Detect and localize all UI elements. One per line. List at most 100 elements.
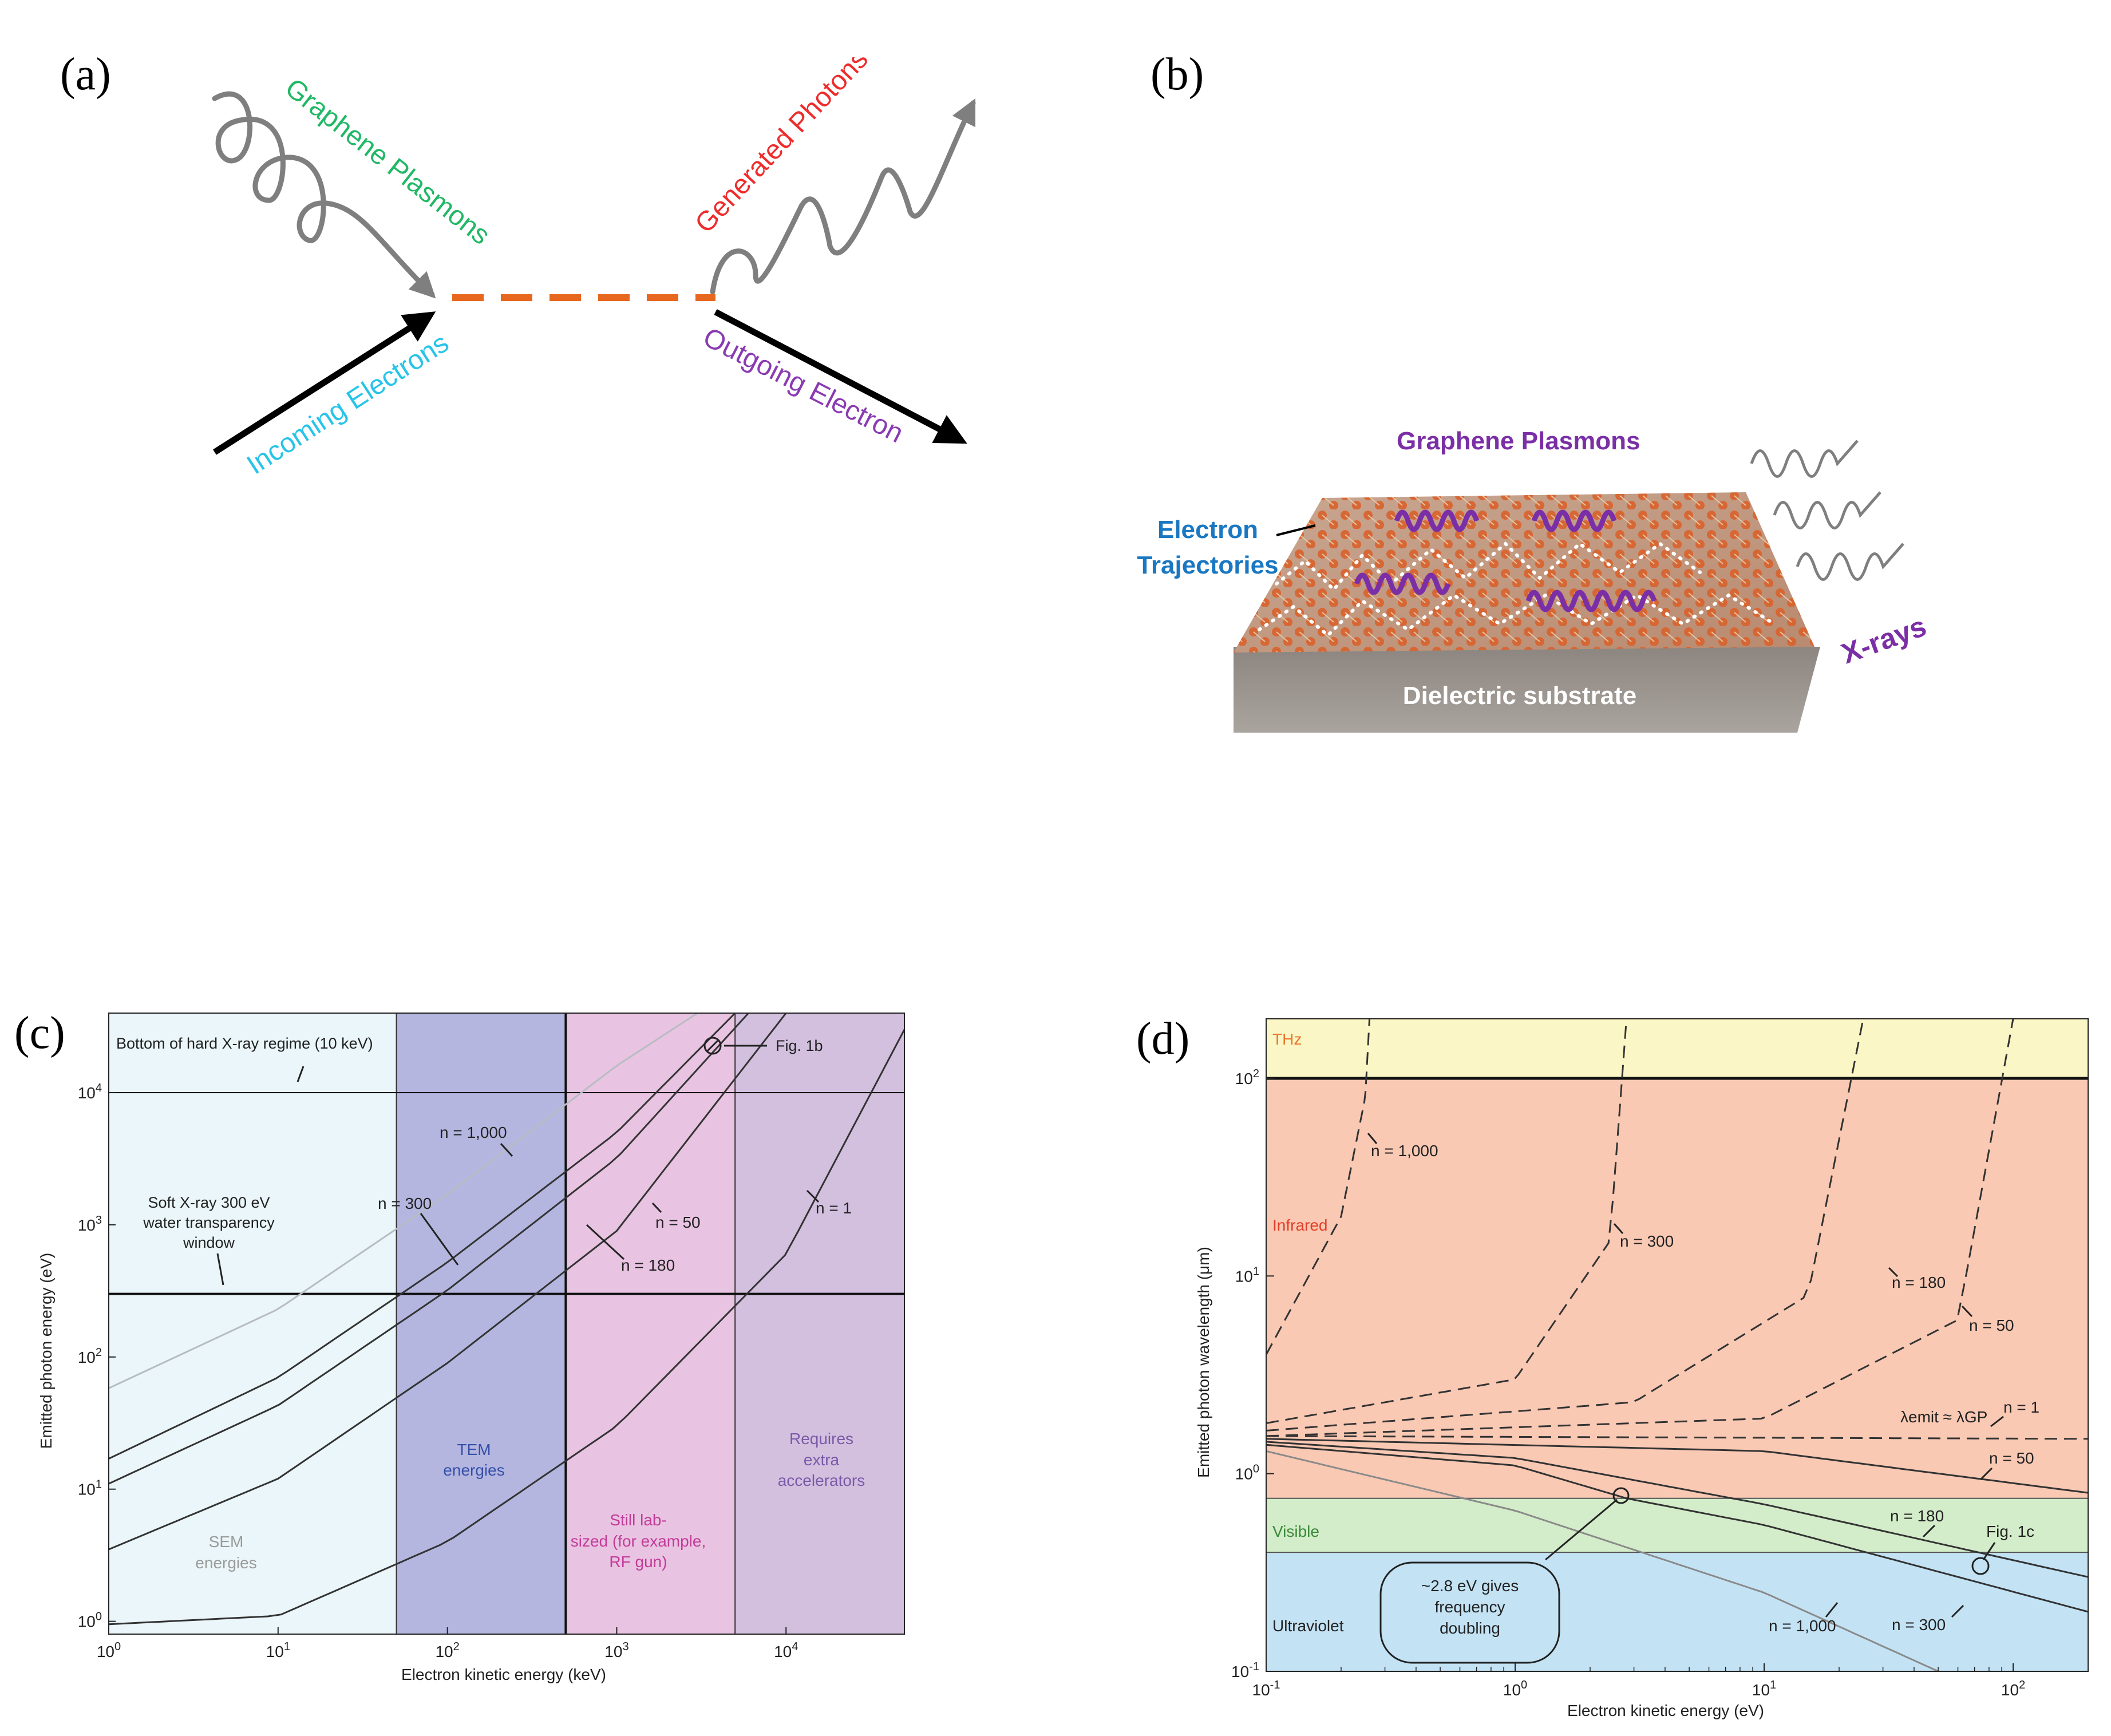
substrate-label: Dielectric substrate bbox=[1403, 682, 1636, 710]
n180-pointer bbox=[586, 1224, 625, 1260]
n1-pointer bbox=[806, 1189, 820, 1203]
infrared-label: Infrared bbox=[1272, 1216, 1328, 1234]
d-2p8ev-marker bbox=[1612, 1487, 1630, 1504]
d-n300-low-label: n = 300 bbox=[1892, 1616, 1946, 1634]
series-line-d-5 bbox=[1266, 1438, 2089, 1494]
electron-trajectories bbox=[1258, 541, 1776, 638]
electron-label-line1: Electron bbox=[1157, 516, 1258, 544]
acc-label-1: Requires bbox=[789, 1430, 853, 1448]
fig1b-label: Fig. 1b bbox=[776, 1037, 823, 1054]
incoming-electron-arrow bbox=[213, 311, 436, 455]
series-line-d-6 bbox=[1266, 1441, 2089, 1578]
outgoing-electron-label: Outgoing Electron bbox=[698, 322, 908, 449]
region-1 bbox=[396, 1013, 566, 1634]
chart-c-ylabel: Emitted photon energy (eV) bbox=[37, 1253, 55, 1449]
graphene-device-illustration: Graphene Plasmons Electron Trajectories … bbox=[1137, 427, 1931, 733]
plasmon-wave bbox=[212, 91, 436, 299]
plasmon-wiggles bbox=[1354, 509, 1657, 612]
xray-waves bbox=[1750, 440, 1904, 581]
chart-c-xlabel: Electron kinetic energy (keV) bbox=[401, 1666, 606, 1683]
fig1b-marker-slash bbox=[706, 1039, 720, 1053]
electron-label-line2: Trajectories bbox=[1137, 551, 1278, 579]
acc-label-3: accelerators bbox=[778, 1472, 865, 1489]
graphene-plasmons-label: Graphene Plasmons bbox=[279, 73, 495, 251]
d-n300-top-label: n = 300 bbox=[1620, 1232, 1674, 1250]
chart-c-frame bbox=[108, 1013, 905, 1635]
n50-pointer bbox=[651, 1202, 662, 1213]
series-line-c-0 bbox=[108, 1012, 698, 1389]
n180-label: n = 180 bbox=[621, 1256, 675, 1274]
band-infrared bbox=[1266, 1078, 2088, 1498]
d-n50-top-label: n = 50 bbox=[1969, 1316, 2014, 1334]
d-n1000-low-label: n = 1,000 bbox=[1769, 1617, 1836, 1635]
visible-label: Visible bbox=[1272, 1523, 1319, 1540]
fig1b-marker bbox=[703, 1037, 722, 1055]
d-n180-low-label: n = 180 bbox=[1890, 1507, 1944, 1525]
dielectric-substrate bbox=[1234, 647, 1820, 733]
d-n1000-top-label: n = 1,000 bbox=[1371, 1142, 1438, 1160]
c-xtick-label-1: 101 bbox=[266, 1640, 290, 1660]
panel-label-a: (a) bbox=[60, 49, 111, 100]
soft-xray-label-3: window bbox=[183, 1234, 235, 1251]
box-line-1: ~2.8 eV gives bbox=[1421, 1577, 1519, 1595]
d-xtick-label-0: 100 bbox=[1503, 1679, 1527, 1699]
d-xtick-label--1: 10-1 bbox=[1252, 1679, 1280, 1699]
d-n50-low-label: n = 50 bbox=[1989, 1449, 2034, 1467]
sem-label-2: energies bbox=[195, 1554, 256, 1572]
n50-label: n = 50 bbox=[655, 1213, 701, 1231]
d-n300-low-pointer bbox=[1951, 1604, 1964, 1618]
d-n50-low-pointer bbox=[1979, 1467, 1993, 1481]
freq-doubling-box bbox=[1379, 1561, 1560, 1664]
lab-label-3: RF gun) bbox=[609, 1553, 667, 1571]
d-fig1c-pointer bbox=[1982, 1542, 1996, 1560]
lab-label-2: sized (for example, bbox=[571, 1532, 706, 1550]
panel-label-c: (c) bbox=[14, 1008, 65, 1058]
d-n180-top-pointer bbox=[1888, 1267, 1899, 1278]
n1000-label: n = 1,000 bbox=[440, 1124, 507, 1141]
band-ultraviolet bbox=[1266, 1552, 2088, 1671]
series-line-c-1 bbox=[108, 1012, 736, 1460]
d-n1-pointer bbox=[1990, 1415, 2004, 1427]
band-thz bbox=[1266, 1019, 2088, 1078]
band-visible bbox=[1266, 1498, 2088, 1553]
d-n180-top-label: n = 180 bbox=[1892, 1274, 1946, 1291]
d-lambda-label: λemit ≈ λGP bbox=[1900, 1408, 1987, 1426]
photon-wave bbox=[710, 98, 976, 295]
series-line-d-0 bbox=[1265, 1018, 1370, 1355]
chart-d-xlabel: Electron kinetic energy (eV) bbox=[1567, 1702, 1764, 1719]
feynman-diagram: Graphene Plasmons Generated Photons Inco… bbox=[212, 57, 976, 480]
series-line-d-7 bbox=[1266, 1444, 2089, 1613]
soft-xray-pointer bbox=[216, 1253, 224, 1286]
box-line-2: frequency bbox=[1435, 1598, 1505, 1616]
outgoing-electron-arrow bbox=[714, 309, 967, 444]
thz-label: THz bbox=[1272, 1030, 1302, 1048]
d-xtick-label-2: 102 bbox=[2001, 1679, 2025, 1699]
region-0 bbox=[109, 1013, 397, 1634]
box-line-3: doubling bbox=[1440, 1619, 1500, 1637]
soft-xray-label-1: Soft X-ray 300 eV bbox=[148, 1194, 270, 1211]
d-n1000-top-pointer bbox=[1367, 1133, 1378, 1144]
electron-pointer-arrow bbox=[1276, 524, 1316, 536]
c-ytick-label-2: 102 bbox=[78, 1346, 102, 1366]
c-xtick-label-4: 104 bbox=[774, 1640, 798, 1660]
soft-xray-label-2: water transparency bbox=[143, 1214, 275, 1231]
d-n1-label: n = 1 bbox=[2003, 1398, 2039, 1416]
series-line-d-3 bbox=[1266, 1018, 2014, 1437]
tem-label-1: TEM bbox=[457, 1441, 491, 1458]
d-n300-top-pointer bbox=[1613, 1223, 1624, 1234]
c-xtick-label-0: 100 bbox=[97, 1640, 121, 1660]
panel-label-d: (d) bbox=[1136, 1014, 1190, 1064]
region-2 bbox=[566, 1013, 736, 1634]
series-line-d-1 bbox=[1266, 1018, 1627, 1424]
d-n50-top-pointer bbox=[1961, 1305, 1973, 1318]
c-xtick-label-2: 102 bbox=[435, 1640, 459, 1660]
generated-photons-label: Generated Photons bbox=[689, 57, 874, 239]
d-ytick-label-2: 102 bbox=[1235, 1067, 1259, 1088]
box-pointer bbox=[1545, 1498, 1618, 1561]
series-line-c-4 bbox=[108, 1029, 906, 1626]
lab-label-1: Still lab- bbox=[610, 1511, 667, 1529]
n1-label: n = 1 bbox=[816, 1199, 852, 1217]
d-fig1c-marker bbox=[1971, 1557, 1990, 1575]
xrays-label: X-rays bbox=[1837, 610, 1931, 670]
n300-pointer bbox=[420, 1213, 459, 1266]
